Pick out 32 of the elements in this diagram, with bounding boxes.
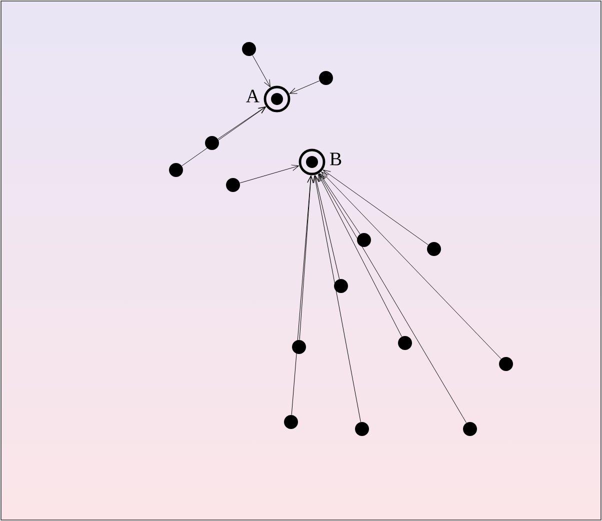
node-label: B (330, 152, 342, 166)
dot (463, 422, 477, 436)
target-symbol (264, 86, 290, 112)
arrow (318, 174, 467, 424)
dot (355, 422, 369, 436)
node-label: A (246, 90, 260, 102)
dot (226, 178, 240, 192)
dot (292, 340, 306, 354)
dot (499, 357, 513, 371)
arrow (314, 175, 340, 280)
dot (334, 279, 348, 293)
arrow (218, 106, 266, 140)
arrow (318, 174, 402, 337)
dot (242, 42, 256, 56)
arrow (319, 173, 360, 234)
dot (205, 136, 219, 150)
arrow (299, 176, 314, 340)
arrow (312, 175, 361, 422)
arrow (289, 80, 320, 94)
arrow (182, 106, 266, 166)
target-symbol (298, 148, 326, 176)
dot (427, 242, 441, 256)
dot (169, 163, 183, 177)
arrow (291, 176, 314, 416)
arrow (321, 172, 502, 360)
dot (398, 336, 412, 350)
arrow (323, 170, 428, 246)
dot (319, 71, 333, 85)
arrow (240, 164, 299, 184)
arrow (252, 55, 270, 88)
dot (284, 415, 298, 429)
dot (357, 233, 371, 247)
